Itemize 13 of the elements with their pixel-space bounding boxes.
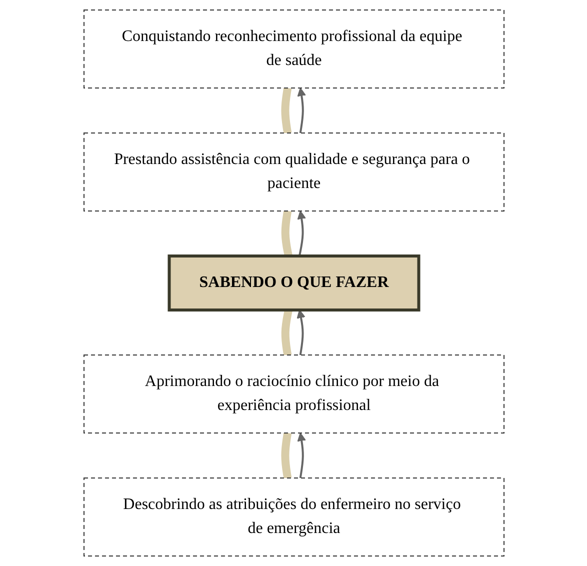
connector — [280, 309, 292, 356]
arrow — [296, 310, 305, 356]
connector — [280, 210, 292, 257]
node-box: Aprimorando o raciocínio clínico por meio da experiência profissional — [83, 354, 504, 434]
connector — [280, 432, 292, 479]
connector — [280, 87, 292, 134]
node-box: SABENDO O QUE FAZER — [167, 254, 420, 312]
arrow — [296, 432, 306, 478]
node-box: Conquistando reconhecimento profissional da equipe de saúde — [83, 10, 504, 88]
node-box: Prestando assistência com qualidade e segurança para o paciente — [83, 132, 504, 212]
arrow — [296, 88, 306, 134]
arrow — [296, 210, 306, 256]
node-box: Descobrindo as atribuições do enfermeiro no serviço de emergência — [83, 478, 504, 556]
